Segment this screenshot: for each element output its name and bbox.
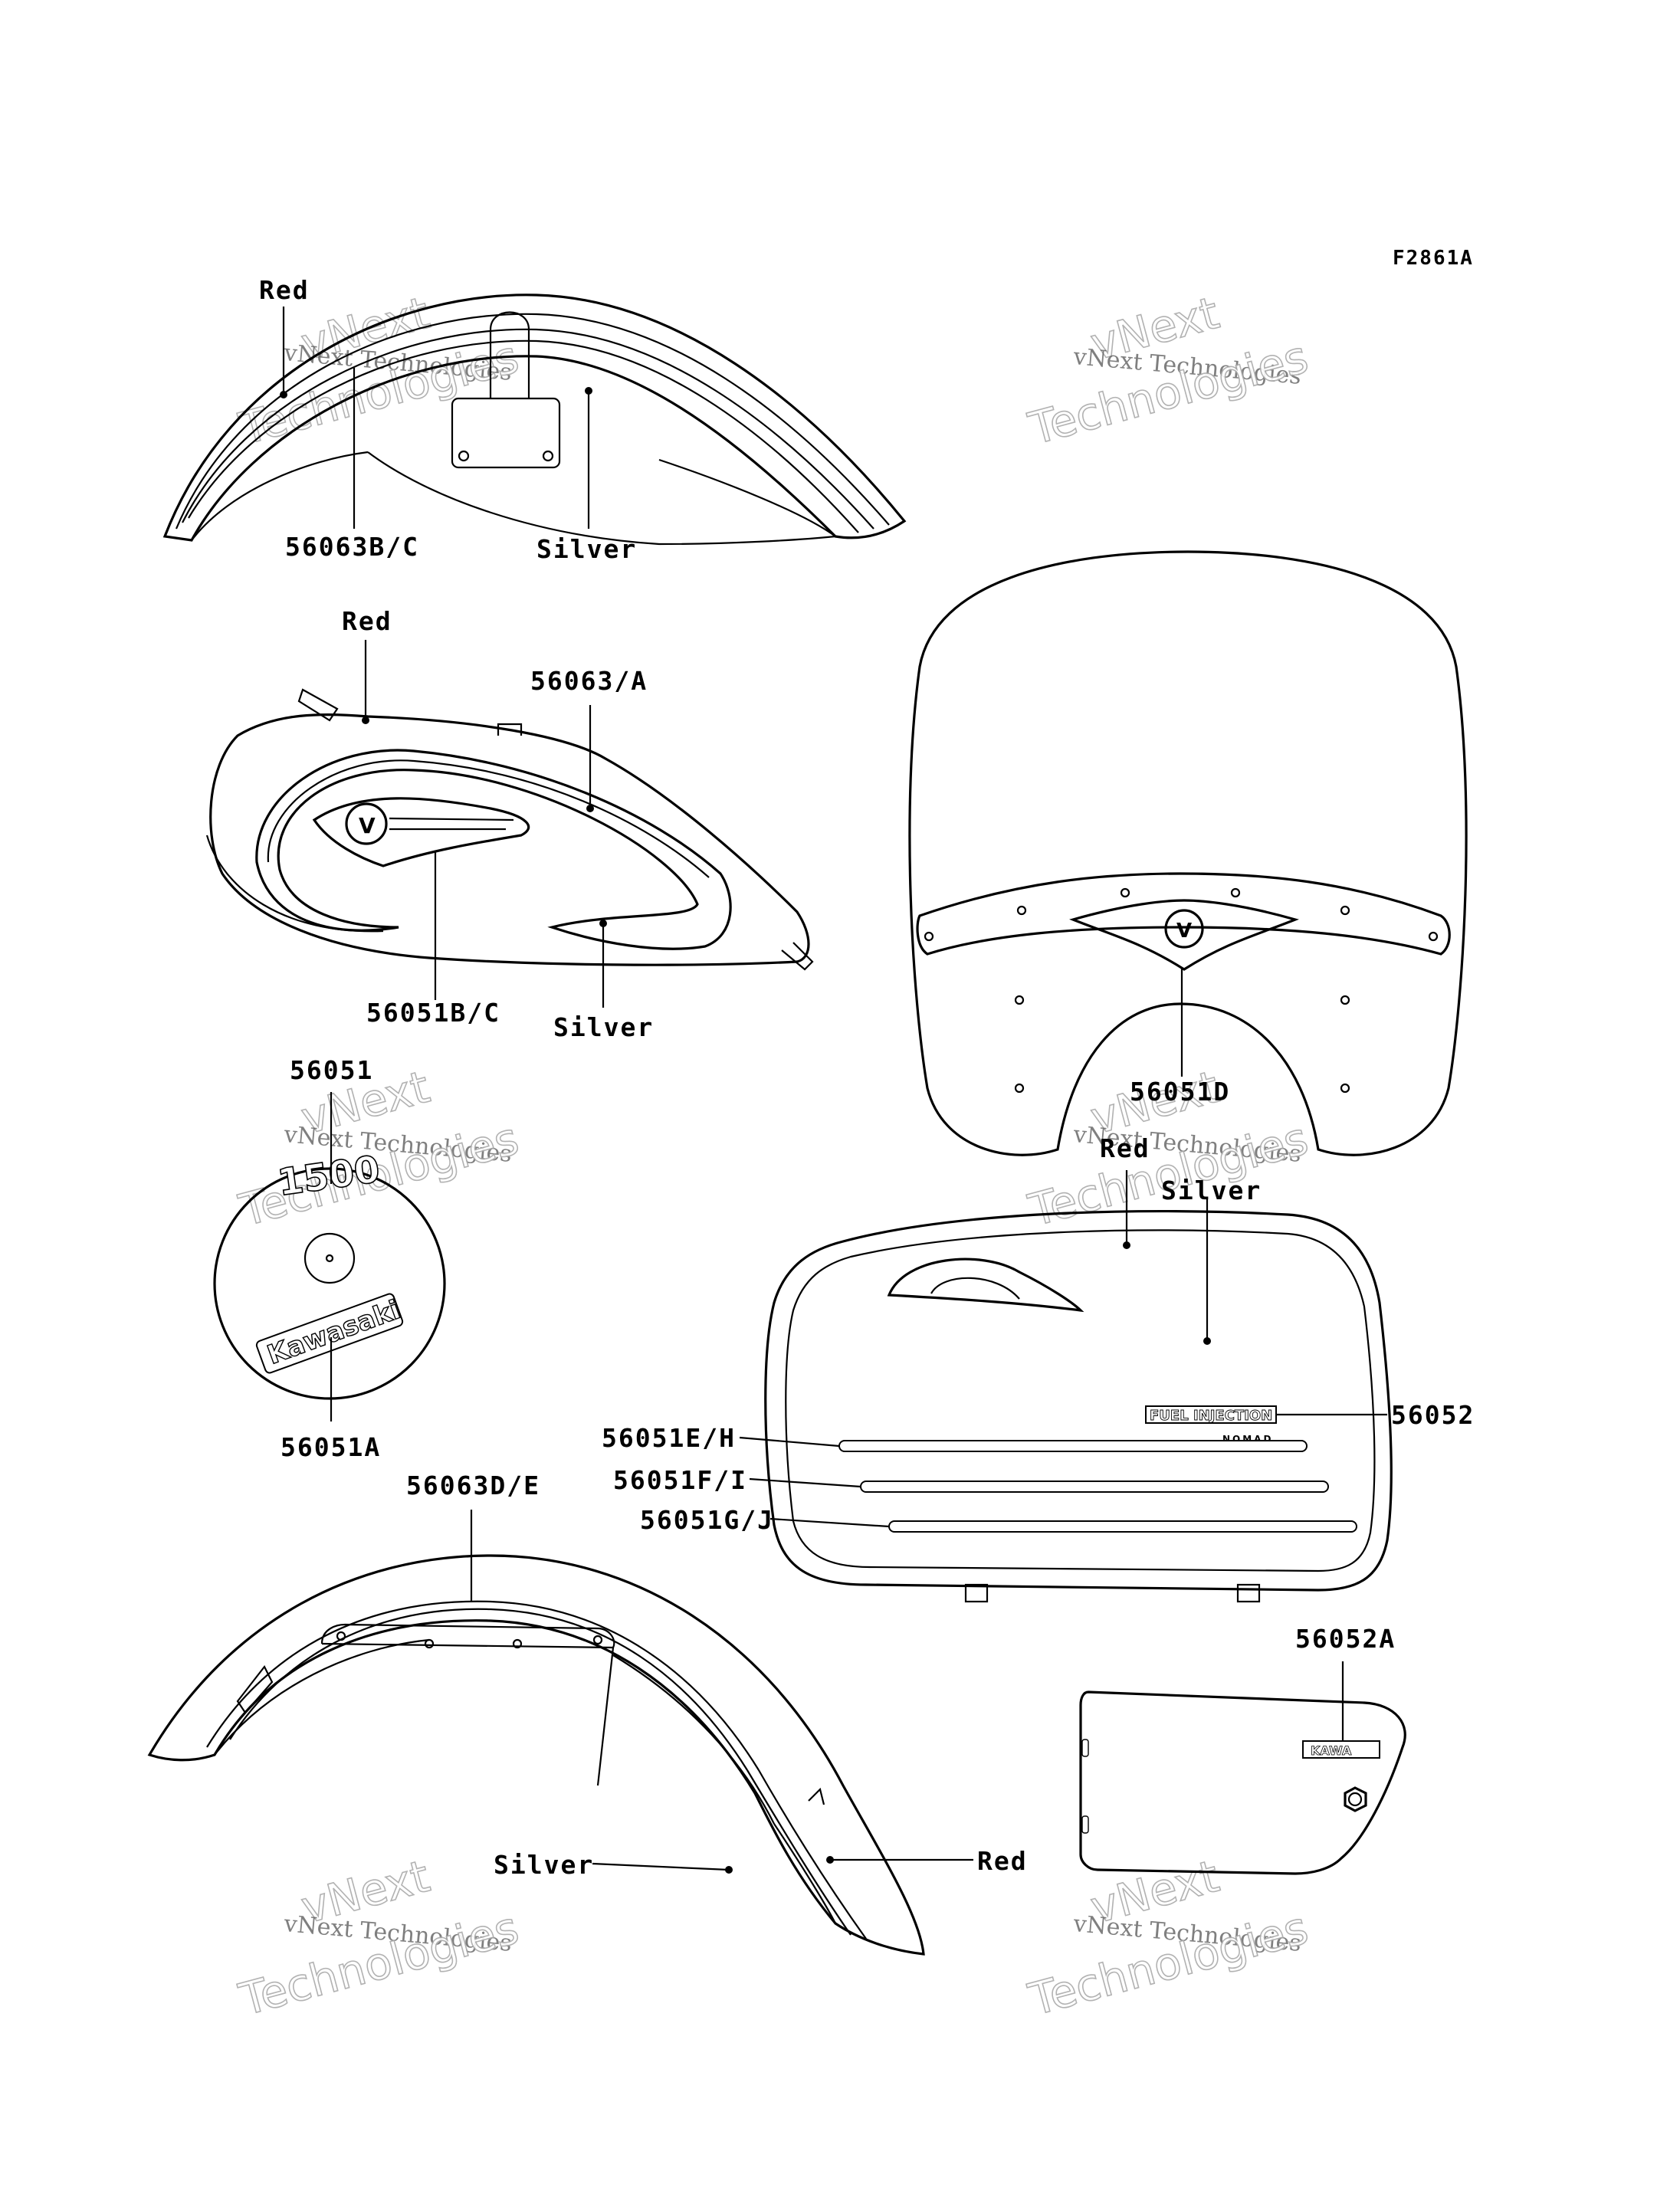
label-rear-fender-part: 56063B/C: [285, 532, 419, 562]
watermark-5: vNext vNext Technologies Technologies: [233, 1849, 524, 2026]
label-cover-part: 56051: [290, 1055, 373, 1085]
watermark-2: vNext vNext Technologies Technologies: [1022, 286, 1314, 455]
label-windshield-part: 56051D: [1130, 1077, 1230, 1107]
badge-fuel-injection: FUEL INJECTION: [1150, 1408, 1272, 1424]
label-side-cover-part: 56052A: [1295, 1624, 1396, 1654]
svg-text:V: V: [359, 813, 376, 838]
label-cover-part-a: 56051A: [281, 1432, 381, 1462]
watermark-1: vNext vNext Technologies Technologies: [233, 286, 524, 455]
label-tank-silver: Silver: [553, 1012, 654, 1042]
label-rear-fender-silver: Silver: [536, 534, 637, 564]
saddlebag: FUEL INJECTION NOMAD Red Silver 56052 56…: [602, 1133, 1475, 1603]
watermark-6: vNext vNext Technologies Technologies: [1022, 1849, 1314, 2026]
label-front-fender-red: Red: [977, 1846, 1028, 1876]
label-tank-emblem-part: 56051B/C: [366, 998, 500, 1028]
fuel-tank: V Red 56063/A 56051B/C Silver: [205, 606, 814, 1042]
svg-text:V: V: [1176, 920, 1192, 943]
windshield: V 56051D: [908, 550, 1468, 1156]
watermark-3: vNext vNext Technologies Technologies: [233, 1060, 524, 1237]
label-front-fender-silver: Silver: [494, 1850, 594, 1880]
label-side-silver: Silver: [1161, 1176, 1262, 1205]
front-fender: 56063D/E Silver Red: [147, 1471, 1028, 1956]
label-tank-part: 56063/A: [530, 666, 648, 696]
label-stripe-eh: 56051E/H: [602, 1423, 736, 1453]
rear-fender: Red 56063B/C Silver: [162, 275, 907, 564]
label-tank-red: Red: [342, 606, 392, 636]
label-side-badge-part: 56052: [1391, 1400, 1475, 1430]
badge-small: KAWA: [1311, 1743, 1352, 1758]
label-side-red: Red: [1100, 1133, 1150, 1163]
side-cover: KAWA 56052A: [1079, 1624, 1406, 1875]
label-stripe-fi: 56051F/I: [613, 1465, 747, 1495]
label-rear-fender-red: Red: [259, 275, 310, 305]
label-stripe-gj: 56051G/J: [640, 1505, 774, 1535]
figure-code: F2861A: [1393, 247, 1474, 270]
label-front-fender-part: 56063D/E: [406, 1471, 540, 1500]
